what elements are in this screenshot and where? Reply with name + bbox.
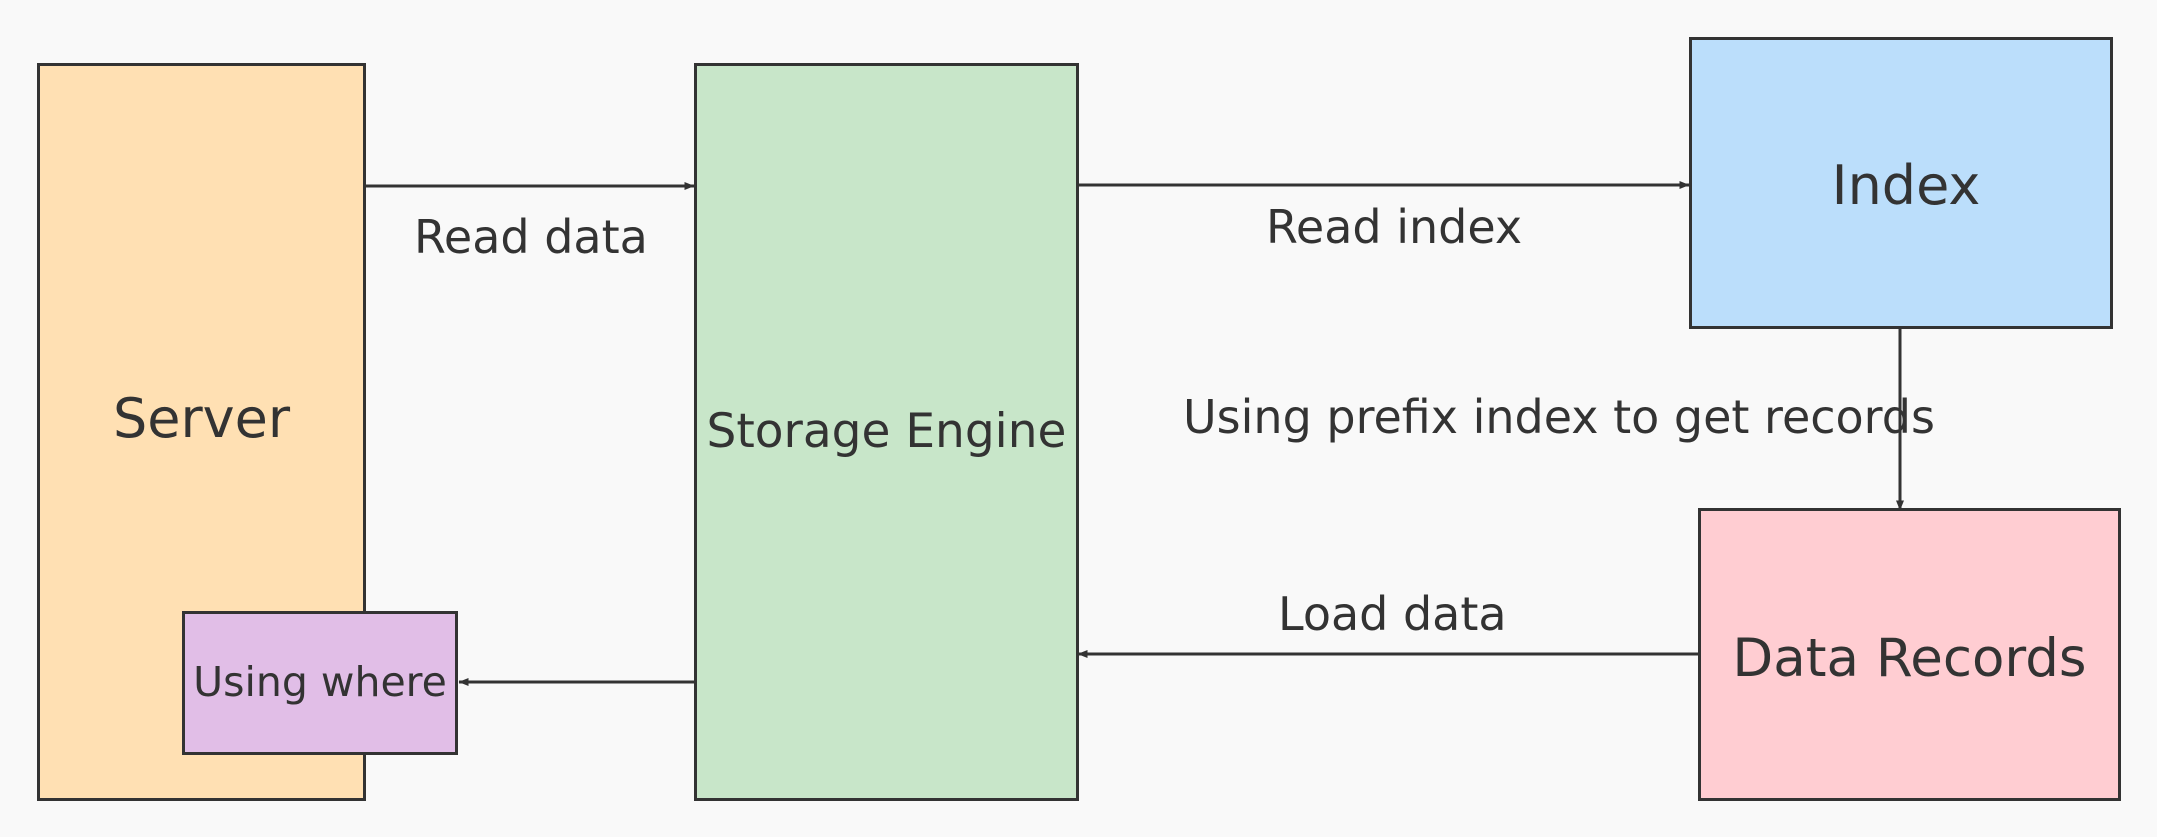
using-where-label: Using where [193, 658, 447, 706]
read-index-label: Read index [1266, 200, 1523, 254]
data-records-node: Data Records [1698, 508, 2121, 801]
read-data-label: Read data [414, 210, 648, 264]
index-node: Index [1689, 37, 2113, 329]
storage-engine-label: Storage Engine [706, 403, 1067, 459]
storage-engine-node: Storage Engine [694, 63, 1079, 801]
prefix-index-label: Using prefix index to get records [1183, 390, 1935, 444]
load-data-label: Load data [1278, 587, 1507, 641]
server-label: Server [112, 386, 291, 450]
using-where-node: Using where [182, 611, 458, 755]
data-records-label: Data Records [1732, 628, 2087, 689]
index-label: Index [1831, 153, 1981, 217]
